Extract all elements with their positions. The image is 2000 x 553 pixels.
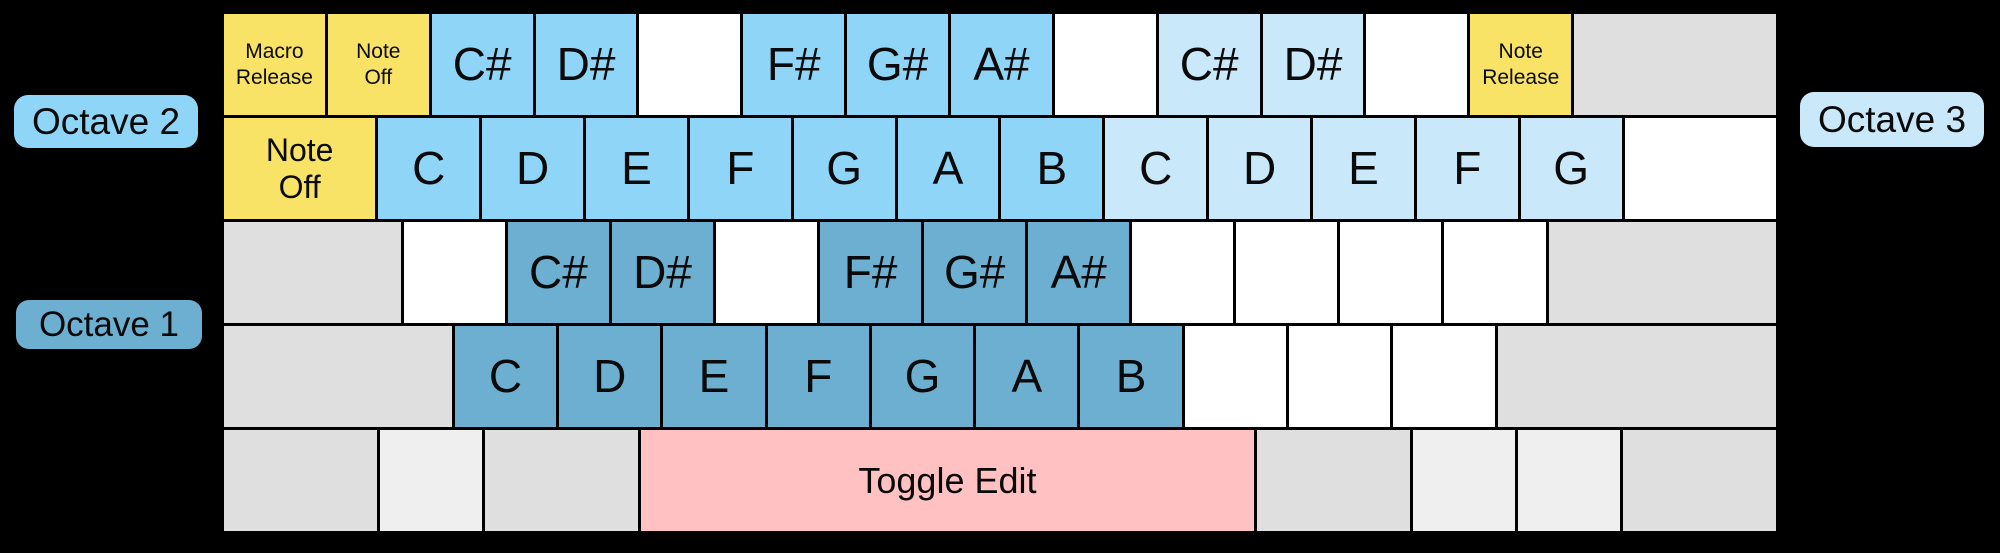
key-macro-release[interactable]: Macro Release — [224, 14, 325, 115]
key-unassigned-capslock[interactable] — [224, 222, 401, 323]
key-unassigned-menu[interactable] — [1517, 430, 1620, 531]
key-g-octave2[interactable]: G — [793, 118, 895, 219]
key-dsharp-octave3[interactable]: D# — [1262, 14, 1364, 115]
key-d-octave2[interactable]: D — [482, 118, 584, 219]
key-f-octave3[interactable]: F — [1416, 118, 1518, 219]
key-a-octave2[interactable]: A — [897, 118, 999, 219]
key-blank[interactable] — [1393, 326, 1495, 427]
key-gsharp-octave1[interactable]: G# — [924, 222, 1026, 323]
octave-2-label: Octave 2 — [14, 95, 198, 148]
key-c-octave1[interactable]: C — [454, 326, 557, 427]
key-blank[interactable] — [1444, 222, 1546, 323]
key-note-off-tab[interactable]: Note Off — [224, 118, 376, 219]
keyboard-row-3: C#D# F#G#A# — [224, 222, 1776, 323]
key-f-octave2[interactable]: F — [689, 118, 791, 219]
key-d-octave1[interactable]: D — [559, 326, 661, 427]
key-b-octave1[interactable]: B — [1080, 326, 1182, 427]
key-dsharp-octave1[interactable]: D# — [611, 222, 714, 323]
key-unassigned-ralt[interactable] — [1256, 430, 1410, 531]
key-blank[interactable] — [716, 222, 818, 323]
key-fsharp-octave1[interactable]: F# — [820, 222, 922, 323]
key-e-octave1[interactable]: E — [663, 326, 765, 427]
key-unassigned-lshift[interactable] — [224, 326, 452, 427]
key-c-octave2[interactable]: C — [378, 118, 480, 219]
octave-3-label: Octave 3 — [1800, 92, 1984, 147]
key-unassigned-rshift[interactable] — [1497, 326, 1776, 427]
key-e-octave3[interactable]: E — [1313, 118, 1414, 219]
key-b-octave2[interactable]: B — [1001, 118, 1103, 219]
key-unassigned-enter[interactable] — [1548, 222, 1776, 323]
keyboard-row-5: Toggle Edit — [224, 430, 1776, 531]
key-fsharp-octave2[interactable]: F# — [743, 14, 845, 115]
key-blank[interactable] — [1054, 14, 1156, 115]
key-g-octave3[interactable]: G — [1520, 118, 1622, 219]
key-note-off-top[interactable]: Note Off — [327, 14, 429, 115]
key-blank[interactable] — [1366, 14, 1468, 115]
key-blank[interactable] — [403, 222, 505, 323]
key-g-octave1[interactable]: G — [871, 326, 974, 427]
key-unassigned-lalt[interactable] — [485, 430, 639, 531]
key-blank[interactable] — [1340, 222, 1442, 323]
key-note-release[interactable]: Note Release — [1470, 14, 1572, 115]
key-unassigned-rctrl[interactable] — [1622, 430, 1776, 531]
key-blank[interactable] — [1236, 222, 1338, 323]
octave-1-label: Octave 1 — [16, 300, 202, 349]
key-csharp-octave1[interactable]: C# — [507, 222, 609, 323]
key-unassigned-lctrl[interactable] — [224, 430, 378, 531]
key-unassigned-backspace[interactable] — [1574, 14, 1776, 115]
key-asharp-octave1[interactable]: A# — [1028, 222, 1130, 323]
key-unassigned-lmeta[interactable] — [380, 430, 483, 531]
key-blank[interactable] — [639, 14, 741, 115]
key-toggle-edit[interactable]: Toggle Edit — [641, 430, 1254, 531]
key-d-octave3[interactable]: D — [1209, 118, 1311, 219]
key-e-octave2[interactable]: E — [586, 118, 687, 219]
key-dsharp-octave2[interactable]: D# — [535, 14, 637, 115]
key-gsharp-octave2[interactable]: G# — [847, 14, 949, 115]
key-blank[interactable] — [1288, 326, 1391, 427]
key-unassigned-rmeta[interactable] — [1412, 430, 1515, 531]
key-c-octave3[interactable]: C — [1105, 118, 1207, 219]
key-blank[interactable] — [1624, 118, 1776, 219]
key-blank[interactable] — [1132, 222, 1234, 323]
key-a-octave1[interactable]: A — [976, 326, 1078, 427]
key-csharp-octave3[interactable]: C# — [1158, 14, 1260, 115]
key-blank[interactable] — [1184, 326, 1286, 427]
key-asharp-octave2[interactable]: A# — [951, 14, 1052, 115]
key-csharp-octave2[interactable]: C# — [431, 14, 533, 115]
key-f-octave1[interactable]: F — [767, 326, 869, 427]
